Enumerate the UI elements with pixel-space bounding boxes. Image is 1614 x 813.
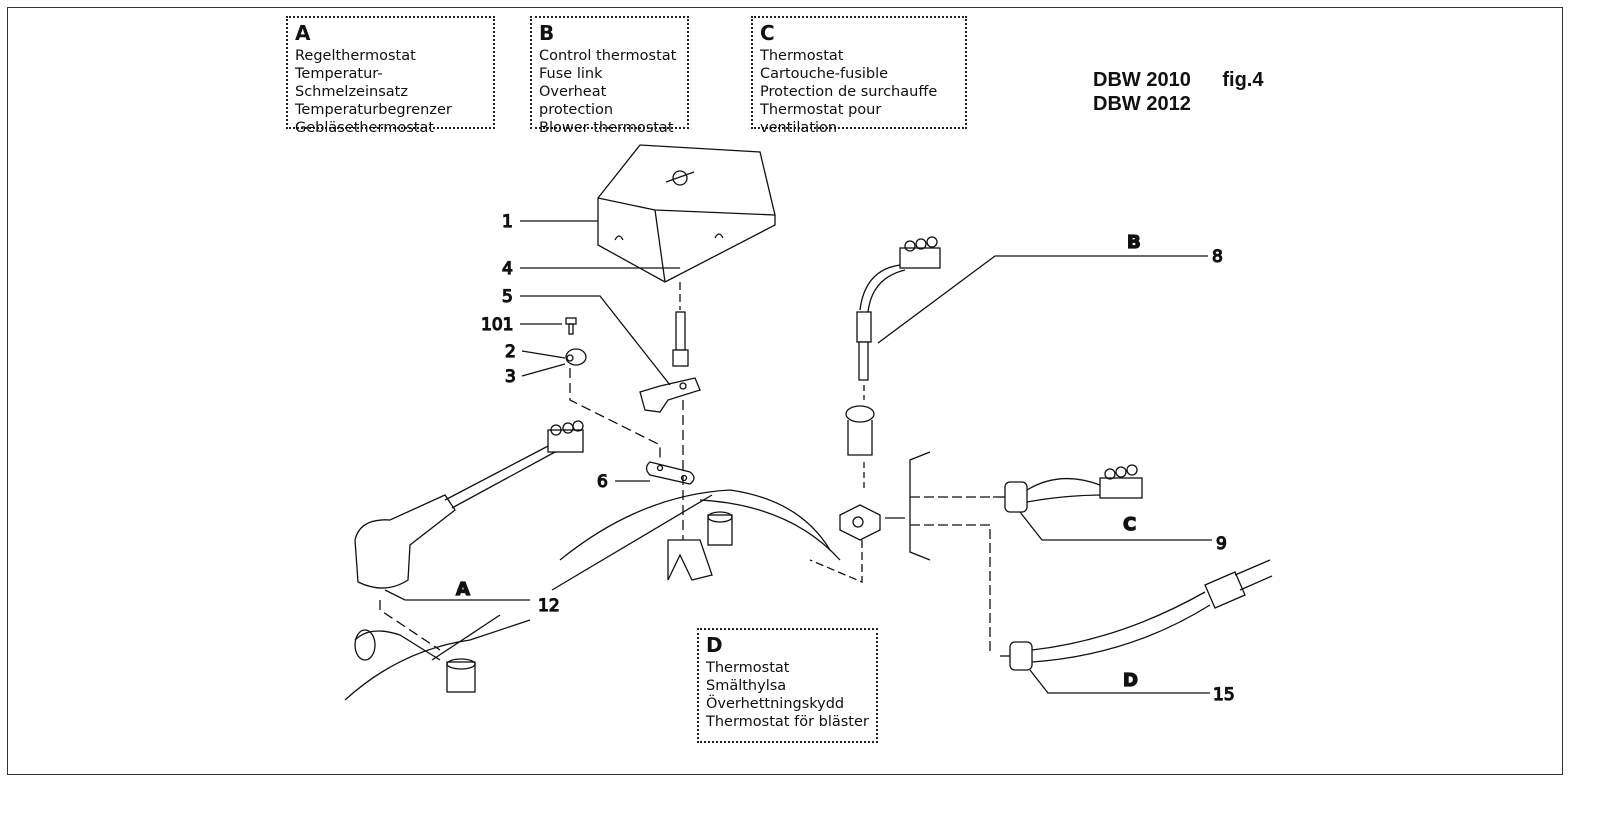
figure-title: DBW 2010 fig.4 DBW 2012	[1093, 68, 1264, 116]
thermostat-b	[809, 236, 941, 583]
callout-3: 3	[505, 367, 516, 387]
legend-item: Blower thermostat	[539, 120, 674, 136]
legend-box-b: B Control thermostat Fuse link Overheat …	[530, 16, 689, 136]
assembly-line	[569, 368, 661, 462]
callout-letter-b: B	[1127, 232, 1141, 253]
figure-number: fig.4	[1222, 69, 1264, 91]
legend-item: Gebläsethermostat	[295, 120, 435, 136]
legend-box-d: D Thermostat Smälthylsa Överhettningskyd…	[697, 628, 878, 743]
drawing-frame	[7, 7, 1563, 775]
callout-8: 8	[1212, 247, 1223, 267]
assembly-line	[910, 524, 991, 655]
legend-letter: D	[706, 633, 723, 657]
legend-item: Control thermostat	[539, 48, 677, 64]
legend-item: Thermostat för bläster	[706, 714, 869, 730]
legend-letter: B	[539, 21, 555, 45]
leader-lines	[384, 220, 1212, 694]
legend-item: Overheat protection	[539, 84, 614, 118]
legend-item: Thermostat	[706, 660, 790, 676]
callout-2: 2	[505, 342, 516, 362]
group-bracket	[909, 451, 931, 561]
callout-letter-c: C	[1123, 514, 1136, 535]
callout-101: 101	[481, 315, 513, 335]
legend-item: Protection de surchauffe	[760, 84, 938, 100]
model-2: DBW 2012	[1093, 93, 1191, 115]
callout-15: 15	[1213, 685, 1235, 705]
callout-12: 12	[538, 596, 560, 616]
thermostat-d	[1000, 559, 1273, 671]
callout-letter-d: D	[1123, 670, 1138, 691]
legend-item: Smälthylsa	[706, 678, 787, 694]
sensor-pin-part-4	[672, 282, 689, 367]
legend-letter: A	[295, 21, 311, 45]
callout-4: 4	[502, 259, 513, 279]
legend-box-a: A Regelthermostat Temperatur-Schmelzeins…	[286, 16, 495, 136]
clamp-part-2-3	[565, 348, 587, 366]
screw-part-101	[565, 317, 577, 335]
legend-box-c: C Thermostat Cartouche-fusible Protectio…	[751, 16, 967, 136]
model-1: DBW 2010	[1093, 69, 1191, 91]
callout-9: 9	[1216, 534, 1227, 554]
strip-part-6	[645, 461, 695, 485]
legend-letter: C	[760, 21, 775, 45]
heater-tube	[344, 489, 841, 701]
callout-6: 6	[597, 472, 608, 492]
legend-item: Fuse link	[539, 66, 603, 82]
legend-item: Temperaturbegrenzer	[295, 102, 452, 118]
legend-item: Temperatur-Schmelzeinsatz	[295, 66, 408, 100]
legend-item: Thermostat pour ventilation	[760, 102, 882, 136]
thermostat-a	[354, 420, 584, 589]
callout-5: 5	[502, 287, 513, 307]
legend-item: Överhettningskydd	[706, 696, 845, 712]
legend-item: Cartouche-fusible	[760, 66, 889, 82]
callout-letter-a: A	[456, 579, 470, 600]
callout-1: 1	[502, 212, 513, 232]
legend-item: Thermostat	[760, 48, 844, 64]
legend-item: Regelthermostat	[295, 48, 416, 64]
bracket-part-5	[639, 377, 701, 413]
cover-part-1	[597, 144, 776, 283]
thermostat-c	[993, 464, 1143, 513]
